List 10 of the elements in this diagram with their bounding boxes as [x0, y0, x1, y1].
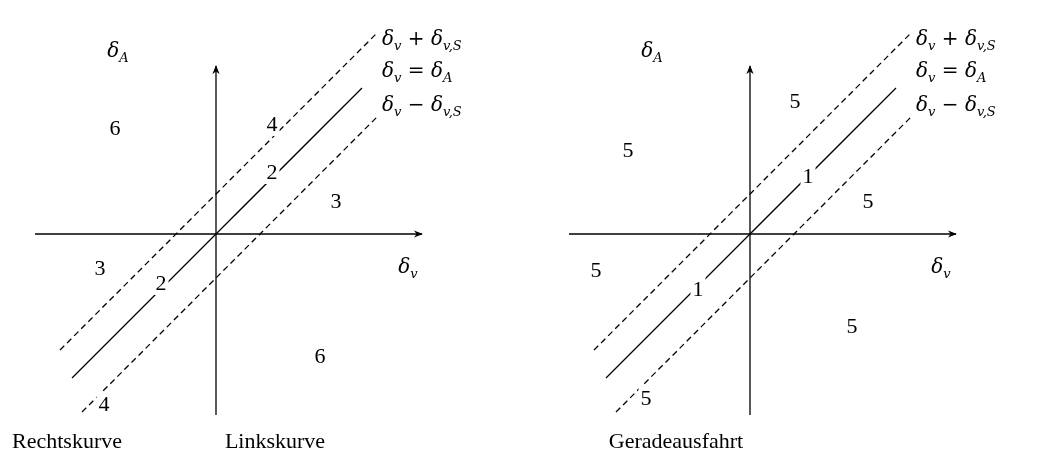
- math-label: δ$_{v}$ + δ$_{v,S}$: [380, 27, 464, 53]
- math-label: δ$_{A}$: [105, 39, 131, 65]
- math-label: δ$_{v}$ = δ$_{A}$: [914, 59, 989, 85]
- math-label: δ$_{v}$ + δ$_{v,S}$: [914, 27, 998, 53]
- math-label: δ$_{v}$: [929, 255, 953, 281]
- math-label: δ$_{v}$ − δ$_{v,S}$: [380, 93, 464, 119]
- math-label: δ$_{v}$ = δ$_{A}$: [380, 59, 455, 85]
- math-label: δ$_{v}$: [396, 255, 420, 281]
- math-label: δ$_{A}$: [639, 39, 665, 65]
- math-label: δ$_{v}$ − δ$_{v,S}$: [914, 93, 998, 119]
